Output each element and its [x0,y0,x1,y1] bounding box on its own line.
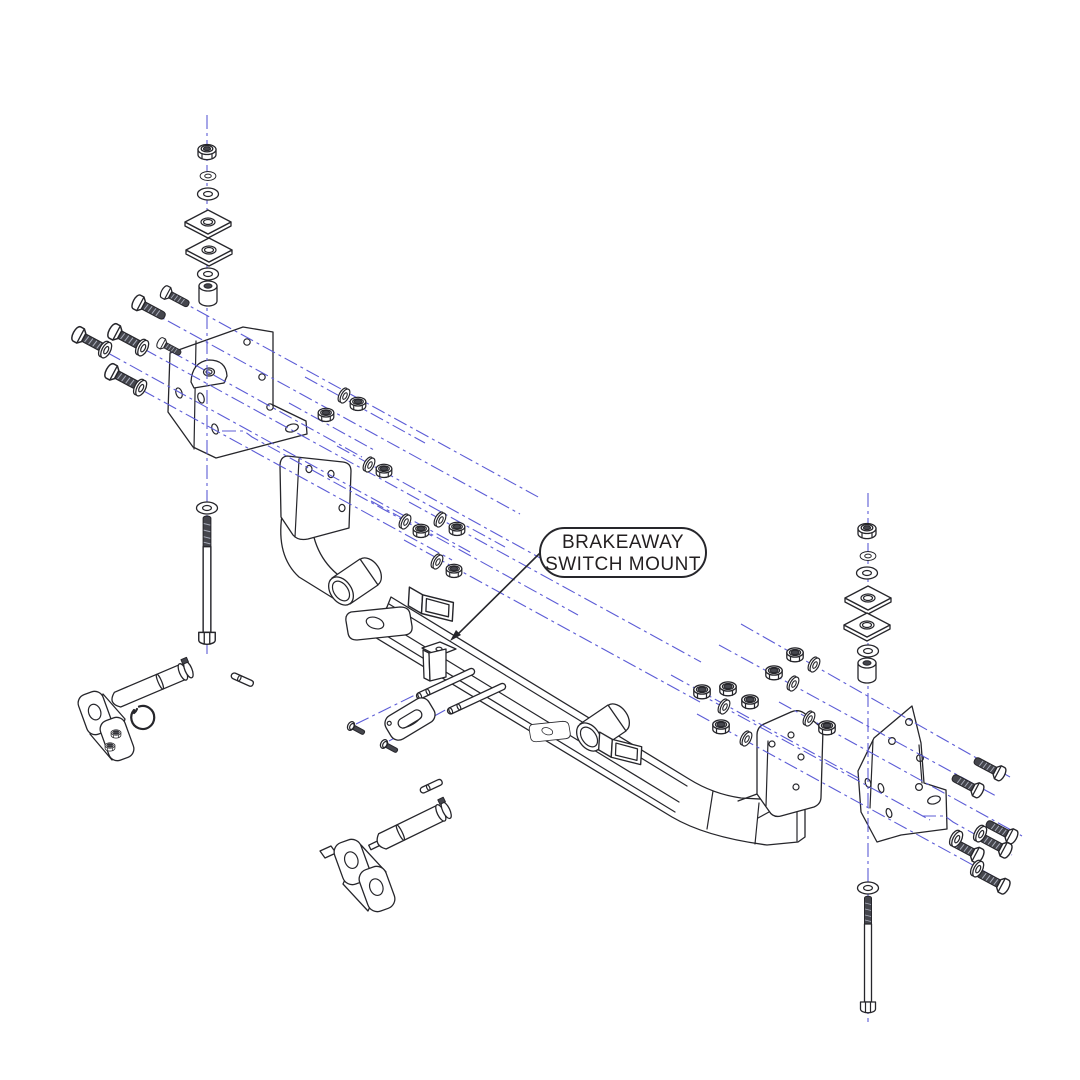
crossbar [279,455,824,846]
roll-pin [229,671,255,688]
hex-nut [719,681,737,697]
machine-screw [345,719,368,738]
callout-text-line2: SWITCH MOUNT [545,554,701,575]
hex-bolt [970,752,1009,783]
hex-nut [445,563,463,579]
square-spacer-plate [843,612,891,642]
flat-washer [360,454,378,475]
flat-washer [195,501,219,515]
breakaway-switch-hardware [345,666,508,756]
hex-bolt [158,283,193,312]
clevis-pin [368,796,452,851]
flat-washer [856,644,880,658]
callout: BRAKEAWAY SWITCH MOUNT [450,527,707,641]
flat-washer [431,509,449,530]
flat-washer [855,566,879,580]
hex-nut [818,720,836,736]
callout-arrowhead-icon [450,630,461,641]
hex-nut [110,729,122,739]
lock-washer [859,551,877,561]
retaining-ring [130,704,156,730]
hex-nut [693,684,711,700]
hex-nut [349,396,367,412]
crossbar-left-end-bracket [279,455,352,541]
callout-bubble [539,527,707,578]
brakeaway-switch-mount-bracket [421,641,457,682]
flat-washer [856,881,880,895]
flat-washer [737,728,755,749]
hex-nut [741,694,759,710]
square-spacer-plate [184,209,232,239]
square-spacer-plate [185,237,233,267]
right-angled-bracket [737,710,824,819]
callout-text-line1: BRAKEAWAY [562,532,684,553]
hex-nut [765,665,783,681]
hex-nut [104,742,116,752]
flat-washer [196,187,220,201]
right-mounting-plate [857,705,948,843]
left-lug-tab [345,606,413,641]
long-hex-bolt [198,515,216,645]
clevis-pin [111,656,194,708]
lock-nut [857,522,877,540]
slotted-switch-plate [384,697,436,741]
hex-nut [412,523,430,539]
hex-nut [786,647,804,663]
flat-washer [784,673,802,694]
lock-nut [197,143,217,161]
left-attachment-tube [322,552,388,611]
callout-leader-line [454,552,541,638]
hex-nut [712,719,730,735]
clevis-ear [99,716,135,762]
roll-pin [418,777,444,795]
hex-bolt [948,769,987,800]
long-hex-bolt [859,895,877,1014]
lock-washer [199,171,217,181]
flat-washer [715,696,733,717]
flat-washer [196,267,220,281]
hex-nut [317,407,335,423]
clevis-assembly-left [77,656,255,762]
flat-washer [805,654,823,675]
left-mounting-bracket [167,326,308,459]
clevis-assembly-center [319,777,452,913]
clevis-ear [358,865,396,913]
square-spacer-plate [844,585,892,615]
hex-nut [448,521,466,537]
hex-nut [375,463,393,479]
right-lug-tab [528,720,571,743]
bushing-spacer [198,280,218,307]
bushing-spacer [857,657,877,684]
flat-washer [396,511,414,532]
